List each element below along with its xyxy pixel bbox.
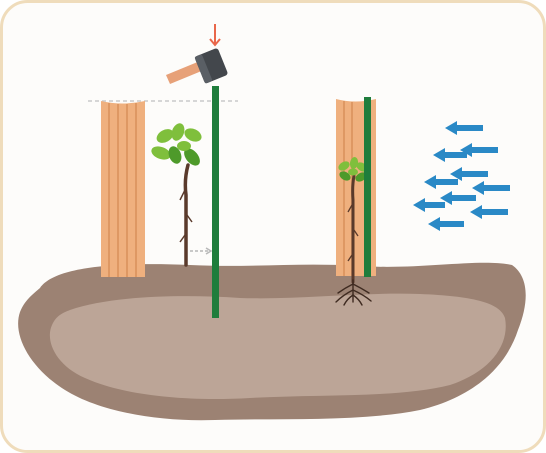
ground bbox=[18, 263, 526, 420]
green-stake-left bbox=[212, 86, 219, 318]
green-stake-right bbox=[364, 97, 371, 277]
wooden-tree-guard-left bbox=[101, 101, 145, 277]
